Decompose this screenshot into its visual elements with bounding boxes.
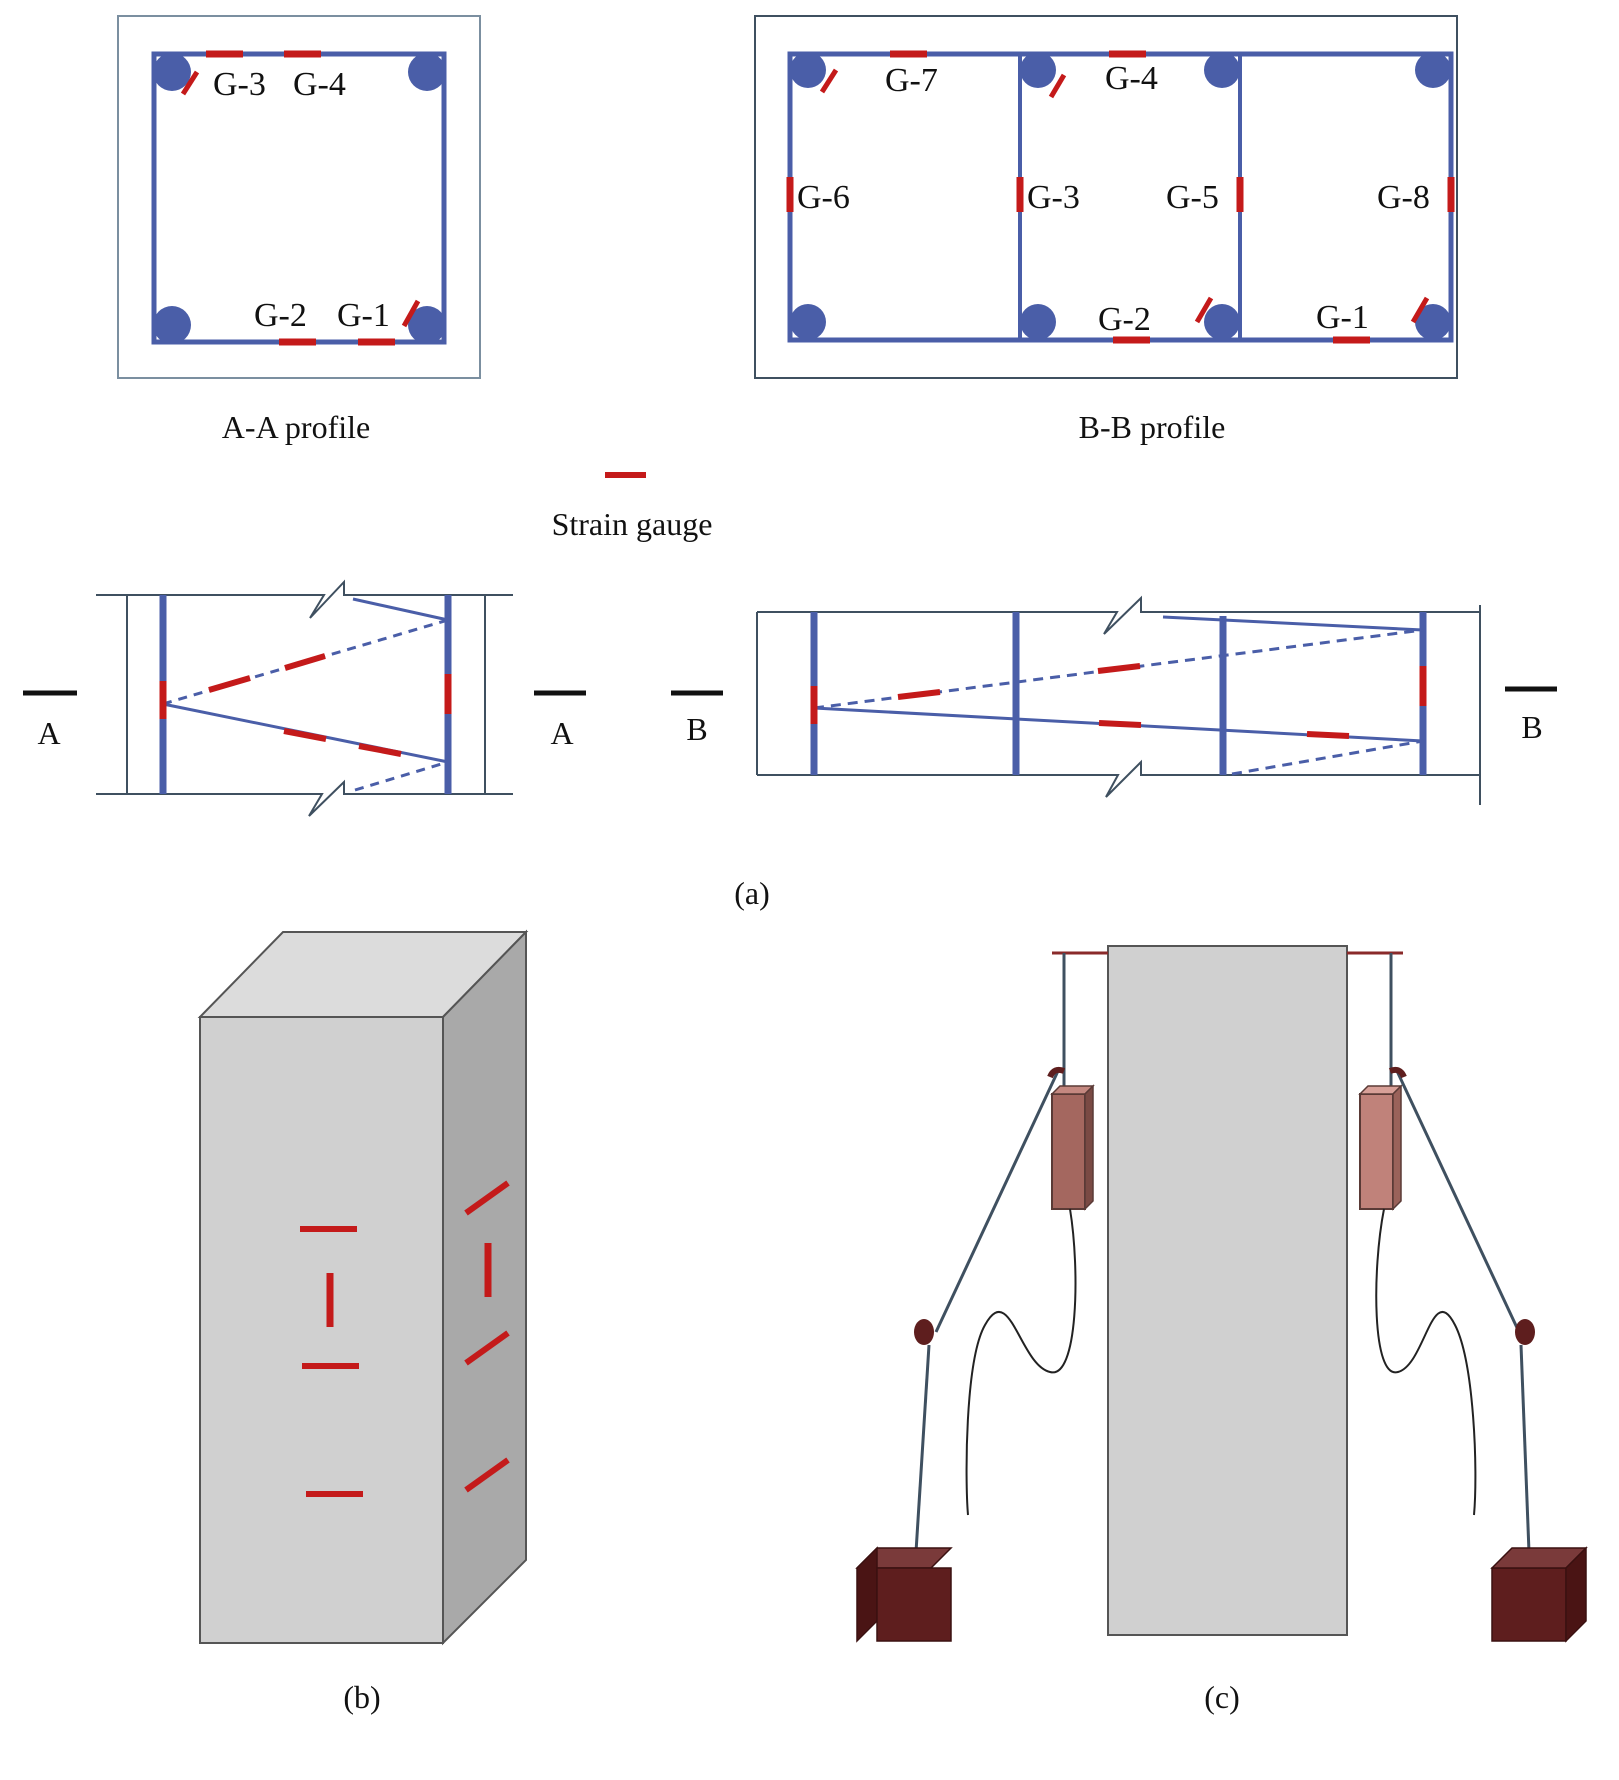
left-weight-side — [856, 1546, 878, 1643]
right-weight-block — [1491, 1567, 1567, 1642]
left-weight-block — [876, 1567, 952, 1642]
elev-b-section-mark-label: B — [1521, 709, 1542, 745]
elev-a-section-mark-label: A — [37, 715, 60, 751]
aa-gauge-label: G-1 — [337, 297, 390, 334]
bb-gauge-label: G-5 — [1166, 179, 1219, 216]
aa-concrete-outline — [117, 15, 481, 379]
elev-b-top-edge — [757, 595, 1480, 635]
bb-gauge-label: G-3 — [1027, 179, 1080, 216]
column-3d — [197, 929, 529, 1646]
bb-gauge-mark — [819, 68, 839, 94]
bb-gauge-label: G-2 — [1098, 301, 1151, 338]
legend-label: Strain gauge — [552, 506, 713, 542]
bb-rebar — [1204, 304, 1240, 340]
column-gauge — [464, 1457, 510, 1493]
elev-b-bottom-edge — [757, 759, 1480, 798]
elev-a-bottom-edge — [96, 779, 513, 817]
bb-gauge-label: G-7 — [885, 62, 938, 99]
profile-bb: G-7 G-4 G-6 G-3 G-5 G-8 G-2 G-1 B-B prof… — [754, 15, 1458, 445]
elev-a-gauge — [284, 653, 326, 671]
aa-rebar — [153, 53, 191, 91]
elev-b-gauge — [1098, 720, 1142, 728]
bb-caption: B-B profile — [1079, 409, 1226, 445]
caption-a: (a) — [734, 875, 770, 911]
right-support-arm — [1395, 1070, 1521, 1333]
left-lvdt-body — [1051, 1093, 1086, 1210]
elev-a-gauge — [358, 743, 402, 757]
aa-gauge-label: G-2 — [254, 297, 307, 334]
elev-a-gauge — [283, 728, 327, 742]
elev-a-gauge — [208, 675, 251, 693]
bb-gauge-label: G-1 — [1316, 299, 1369, 336]
right-lvdt-body-side — [1392, 1084, 1402, 1211]
bb-rebar — [1020, 304, 1056, 340]
aa-gauge-mark — [180, 70, 200, 96]
elevation-b: B B — [671, 595, 1557, 805]
elevation-a: A A — [23, 579, 586, 817]
bb-rebar — [1204, 52, 1240, 88]
bb-gauge-label: G-4 — [1105, 60, 1158, 97]
right-weight-side — [1565, 1546, 1587, 1643]
aa-gauge-label: G-3 — [213, 66, 266, 103]
column-gauge — [464, 1330, 510, 1366]
bb-rebar — [1415, 52, 1451, 88]
aa-caption: A-A profile — [222, 409, 370, 445]
bb-rebar — [790, 52, 826, 88]
specimen-column — [1107, 945, 1348, 1636]
right-signal-cable — [1375, 1208, 1477, 1516]
elev-b-gauge — [1306, 731, 1350, 739]
bb-gauge-mark — [1048, 73, 1067, 99]
right-lvdt-body — [1359, 1093, 1394, 1210]
left-support-arm — [934, 1070, 1060, 1333]
elev-b-rebar — [1231, 739, 1424, 776]
elev-a-rebar — [354, 760, 449, 792]
bb-gauge-mark — [1194, 296, 1214, 324]
column-front-face — [199, 1016, 444, 1644]
elev-b-gauge — [897, 689, 941, 700]
aa-rebar — [408, 306, 446, 344]
aa-gauge-mark — [401, 299, 421, 328]
aa-rebar — [153, 306, 191, 344]
right-weight-wire — [1519, 1344, 1531, 1553]
right-hinge-icon — [1388, 1066, 1407, 1079]
bb-rebar — [1415, 304, 1451, 340]
aa-rebar — [408, 53, 446, 91]
elev-a-top-edge — [96, 579, 513, 619]
caption-b: (b) — [343, 1679, 380, 1715]
left-weight-wire — [914, 1344, 931, 1553]
lvdt-setup — [855, 945, 1588, 1643]
bb-gauge-label: G-8 — [1377, 179, 1430, 216]
elev-b-rebar — [1162, 615, 1424, 632]
left-hinge-icon — [1047, 1066, 1066, 1079]
left-lvdt-body-side — [1084, 1084, 1094, 1211]
bb-gauge-mark — [1410, 296, 1430, 324]
column-gauge — [464, 1180, 510, 1216]
elev-b-gauge — [1097, 663, 1141, 674]
caption-c: (c) — [1204, 1679, 1240, 1715]
left-pulley-icon — [914, 1319, 934, 1345]
bb-rebar — [790, 304, 826, 340]
profile-aa: G-3 G-4 G-2 G-1 A-A profile — [117, 15, 481, 445]
elev-a-section-mark-label: A — [550, 715, 573, 751]
legend: Strain gauge — [552, 472, 713, 542]
bb-gauge-label: G-6 — [797, 179, 850, 216]
elev-b-section-mark-label: B — [686, 711, 707, 747]
bb-concrete-outline — [754, 15, 1458, 379]
bb-rebar — [1020, 52, 1056, 88]
elev-a-rebar — [352, 597, 449, 622]
right-pulley-icon — [1515, 1319, 1535, 1345]
left-signal-cable — [965, 1208, 1077, 1516]
aa-gauge-label: G-4 — [293, 66, 346, 103]
